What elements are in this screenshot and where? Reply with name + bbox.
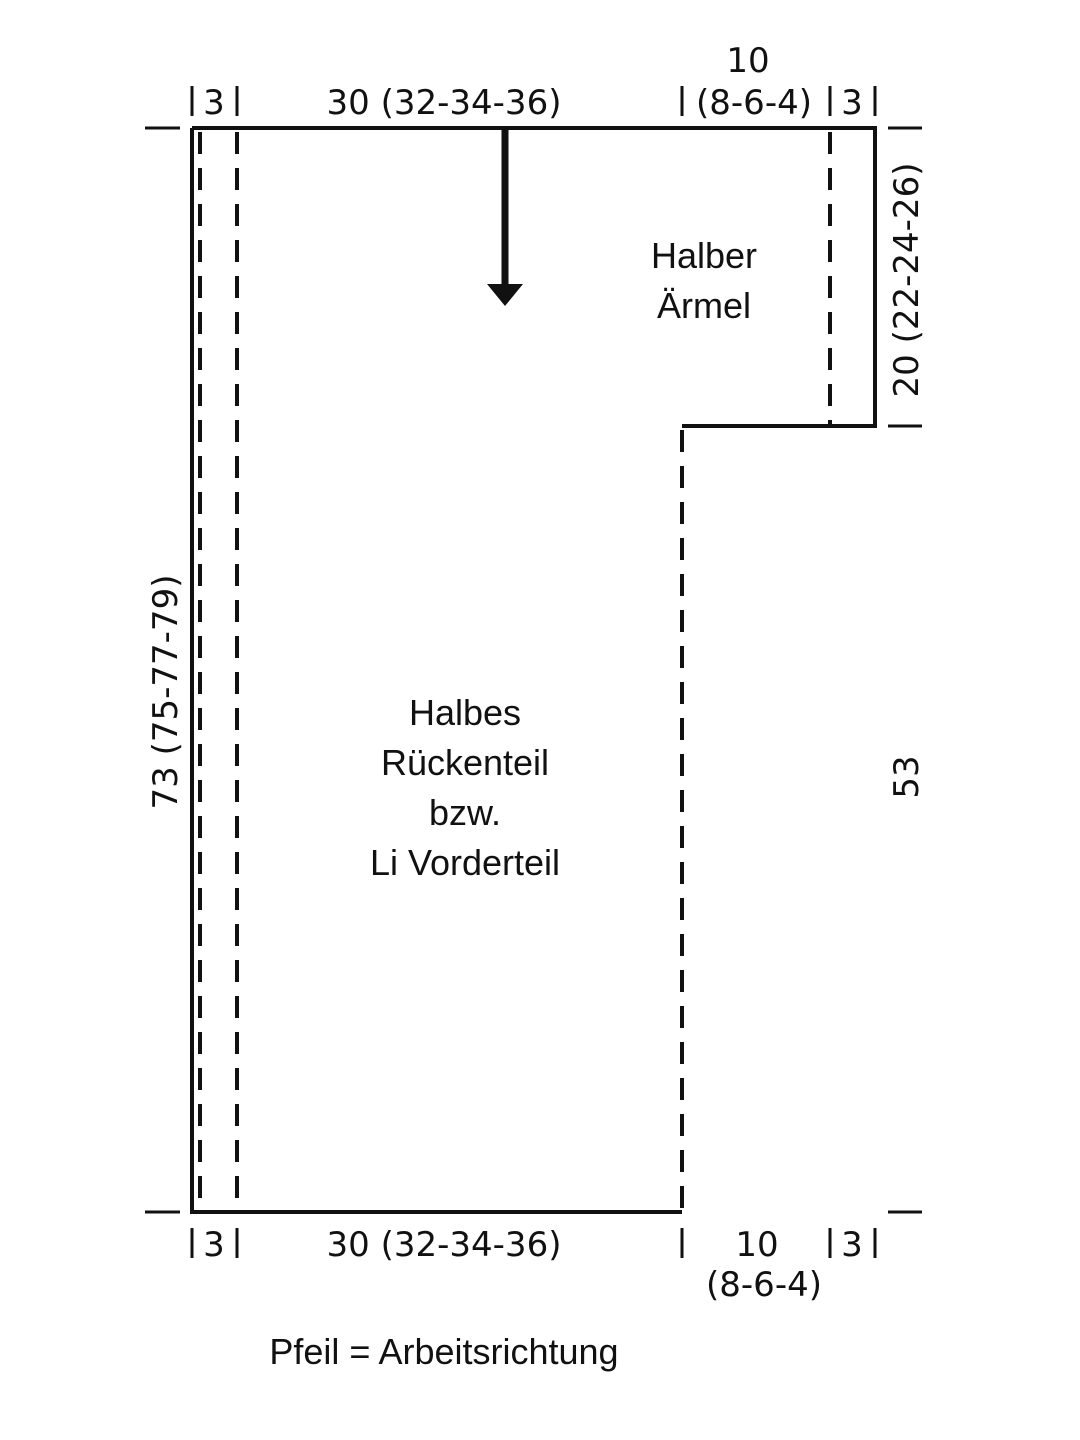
top-width-label: 30 (32-34-36)	[327, 83, 562, 123]
bottom-width-label: 30 (32-34-36)	[327, 1225, 562, 1265]
sleeve-label-line-2: Ärmel	[657, 285, 751, 326]
body-label-line-2: Rückenteil	[381, 742, 549, 783]
body-label-line-1: Halbes	[409, 692, 521, 733]
body-label-line-4: Li Vorderteil	[370, 842, 560, 883]
right-lower-height-label: 53	[887, 755, 927, 798]
bottom-left-seam-label: 3	[203, 1225, 225, 1265]
bottom-gap-value: 10	[735, 1225, 778, 1265]
bottom-right-seam-label: 3	[841, 1225, 863, 1265]
work-direction-arrow-head	[487, 284, 523, 306]
top-right-seam-label: 3	[841, 83, 863, 123]
top-sleeve-width-value: 10	[726, 41, 769, 81]
legend-text: Pfeil = Arbeitsrichtung	[269, 1331, 618, 1372]
sleeve-label-line-1: Halber	[651, 235, 757, 276]
top-sleeve-width-sizes: (8-6-4)	[696, 83, 812, 123]
top-left-seam-label: 3	[203, 83, 225, 123]
right-sleeve-height-label: 20 (22-24-26)	[887, 163, 927, 398]
bottom-gap-sizes: (8-6-4)	[706, 1265, 822, 1305]
body-label-line-3: bzw.	[429, 792, 501, 833]
left-height-label: 73 (75-77-79)	[146, 575, 186, 810]
piece-outline	[190, 126, 877, 1214]
